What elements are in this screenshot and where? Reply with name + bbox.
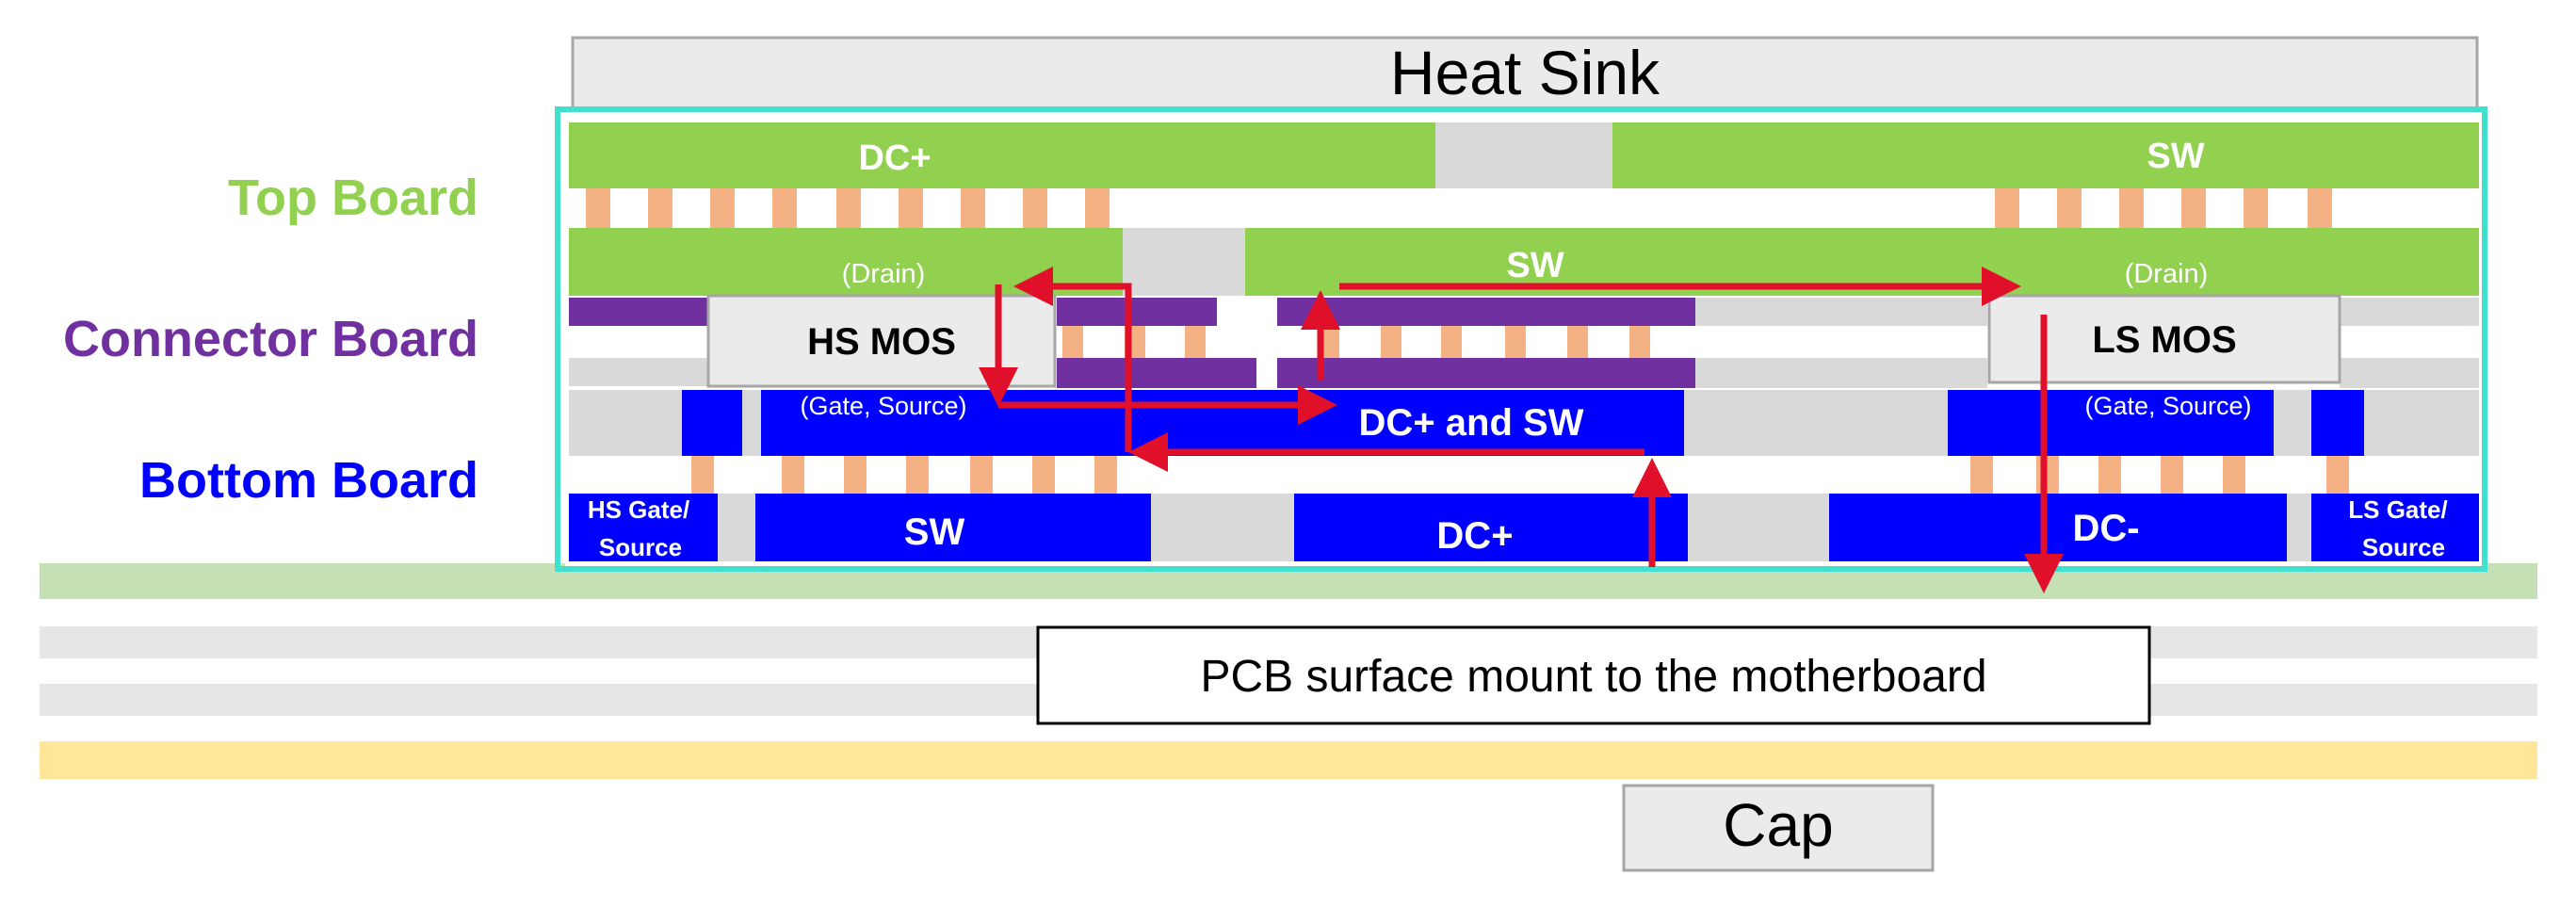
- bottom-upper-gray-right: [2274, 390, 2311, 456]
- connector-purple-b-top: [1277, 298, 1695, 326]
- bottom-dc-plus-label: DC+: [1436, 515, 1513, 557]
- connector-purple-a-bottom: [1057, 358, 1256, 388]
- ls-mos-label: LS MOS: [2092, 319, 2236, 361]
- pcb-mount-callout: [1036, 625, 2151, 725]
- bottom-lower-gray-4: [2287, 494, 2311, 561]
- connector-left-gray-stripe: [569, 358, 710, 386]
- mid-sw-label: SW: [1506, 246, 1563, 285]
- bottom-lower-ls-gate-source: [2311, 494, 2479, 561]
- hs-mos-label: HS MOS: [807, 321, 956, 363]
- top-board-dc-plus: [569, 122, 1435, 188]
- bottom-upper-gray-far-right: [2364, 390, 2479, 456]
- bottom-board-label: Bottom Board: [139, 452, 478, 509]
- heat-sink: [571, 36, 2479, 113]
- bottom-lower-gray-3: [1688, 494, 1829, 561]
- heat-sink-label: Heat Sink: [1390, 38, 1661, 107]
- drain-left-label: (Drain): [842, 259, 926, 289]
- bottom-lower-dc-minus: [1829, 494, 2287, 561]
- top-pins-right: [1995, 188, 2332, 228]
- top-board-sw: [1612, 122, 2479, 188]
- connector-left-purple: [569, 298, 710, 326]
- top-board-gap: [1435, 122, 1612, 188]
- top-dc-plus-label: DC+: [858, 138, 931, 178]
- hs-gate-source-label-line1: HS Gate/: [588, 495, 689, 524]
- connector-purple-a-top: [1057, 298, 1217, 326]
- pcb-mount-label: PCB surface mount to the motherboard: [1200, 652, 1986, 702]
- ls-mos-box: [1987, 294, 2341, 384]
- pcb-yellow-layer: [40, 741, 2537, 779]
- hs-gate-source-label-line2: Source: [599, 533, 682, 561]
- connector-purple-b-bottom: [1277, 358, 1695, 388]
- connector-far-right-gray-2: [2340, 358, 2479, 388]
- top-pins-left: [586, 188, 1110, 228]
- bottom-sw-label: SW: [904, 511, 965, 553]
- bottom-upper-blue-small-right: [2311, 390, 2364, 456]
- cap-box: [1622, 784, 1935, 872]
- bottom-pins: [691, 456, 2349, 494]
- bottom-lower-gray-2: [1151, 494, 1294, 561]
- bottom-upper-blue-small-left: [682, 390, 742, 456]
- bottom-lower-sw: [755, 494, 1151, 561]
- bottom-upper-gray-middle: [1684, 390, 1948, 456]
- bottom-lower-gray-1: [718, 494, 755, 561]
- top-board-label: Top Board: [228, 170, 478, 226]
- bottom-upper-gray-left: [569, 390, 682, 456]
- cap-label: Cap: [1723, 791, 1833, 859]
- bottom-lower-dc-plus: [1294, 494, 1688, 561]
- gate-source-right-label: (Gate, Source): [2084, 392, 2251, 420]
- top-sw-label: SW: [2147, 137, 2204, 176]
- ls-gate-source-label-line1: LS Gate/: [2348, 495, 2447, 524]
- bottom-dc-minus-label: DC-: [2072, 508, 2139, 549]
- gate-source-left-label: (Gate, Source): [800, 392, 966, 420]
- connector-right-gray-2: [1695, 358, 1987, 388]
- arrow-up-through-connector: [1013, 267, 1132, 452]
- bottom-upper-gray-left-2: [742, 390, 761, 456]
- bottom-upper-blue-gate-source-left: [761, 390, 1684, 456]
- module-frame: [555, 106, 2487, 572]
- mid-gray-gap: [1123, 228, 1245, 296]
- bottom-lower-hs-gate-source: [569, 494, 718, 561]
- drain-right-label: (Drain): [2125, 259, 2209, 289]
- connector-right-gray-1: [1695, 298, 1987, 326]
- connector-board-label: Connector Board: [63, 311, 478, 367]
- connector-far-right-gray-1: [2340, 298, 2479, 326]
- dc-plus-and-sw-label: DC+ and SW: [1359, 402, 1584, 444]
- current-path-arrows: [979, 267, 2064, 593]
- ls-gate-source-label-line2: Source: [2362, 533, 2445, 561]
- bottom-upper-blue-gate-source-right: [1948, 390, 2274, 456]
